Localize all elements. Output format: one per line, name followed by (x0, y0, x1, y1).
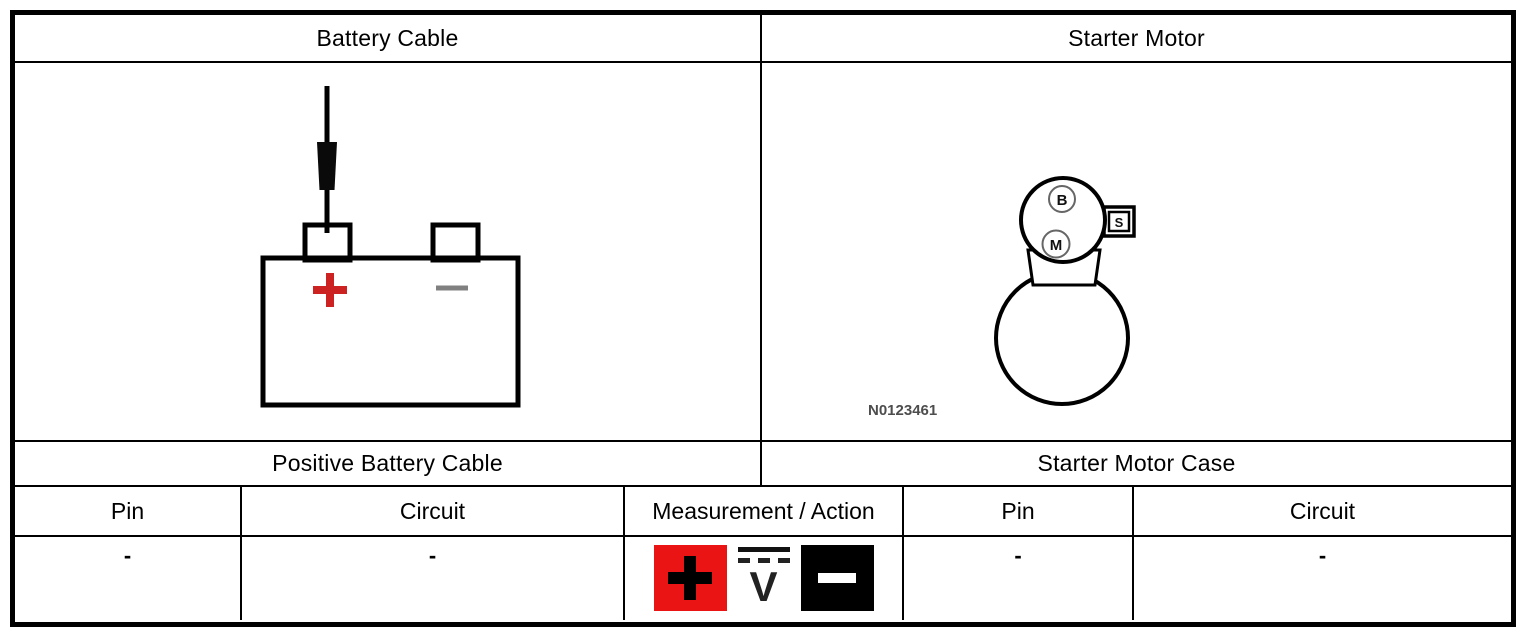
dc-solid-line (737, 547, 790, 552)
right-panel-title: Starter Motor (1068, 24, 1205, 51)
value-cell-circuit-right: - (1134, 537, 1511, 620)
terminal-s-label: S (1115, 215, 1124, 230)
starter-solenoid (1019, 176, 1107, 264)
volts-letter: V (749, 563, 778, 610)
right-subtitle: Starter Motor Case (1037, 450, 1236, 476)
left-panel-title: Battery Cable (316, 24, 459, 51)
column-header-measurement-action: Measurement / Action (625, 487, 904, 537)
pin-value: - (123, 543, 132, 568)
value-cell-circuit-left: - (242, 537, 625, 620)
circuit-value: - (1318, 543, 1327, 568)
column-header-label: Measurement / Action (652, 497, 875, 524)
column-header-pin-right: Pin (904, 487, 1134, 537)
value-cell-pin-right: - (904, 537, 1134, 620)
starter-motor-case (994, 270, 1130, 406)
negative-probe-icon (800, 545, 874, 611)
plus-icon (668, 556, 712, 600)
pin-value: - (1014, 543, 1022, 568)
column-header-label: Pin (110, 497, 145, 524)
minus-icon (818, 573, 856, 583)
dc-dashed-line (737, 558, 790, 563)
dc-voltage-icon: V (734, 545, 794, 609)
battery-illustration-cell (15, 63, 762, 442)
figure-id-label: N0123461 (868, 402, 937, 419)
battery-diagram-icon (260, 86, 521, 408)
terminal-b-label: B (1057, 192, 1068, 209)
positive-probe-icon (653, 545, 727, 611)
battery-body (260, 255, 521, 408)
column-header-pin-left: Pin (15, 487, 242, 537)
left-subtitle-cell: Positive Battery Cable (15, 442, 762, 487)
right-subtitle-cell: Starter Motor Case (762, 442, 1511, 487)
left-subtitle: Positive Battery Cable (272, 450, 503, 476)
column-header-label: Circuit (1289, 497, 1356, 524)
value-cell-pin-left: - (15, 537, 242, 620)
terminal-m-label: M (1050, 237, 1063, 254)
value-cell-measurement: V (625, 537, 904, 620)
column-header-label: Pin (1001, 497, 1035, 524)
column-header-circuit-left: Circuit (242, 487, 625, 537)
right-panel-title-cell: Starter Motor (762, 15, 1511, 63)
terminal-m-badge (1041, 229, 1071, 259)
circuit-value: - (428, 543, 437, 568)
column-header-circuit-right: Circuit (1134, 487, 1511, 537)
left-panel-title-cell: Battery Cable (15, 15, 762, 63)
starter-motor-illustration-cell: S B M N0123461 (762, 63, 1511, 442)
terminal-b-badge (1048, 185, 1076, 213)
table-outer-border (10, 10, 1516, 627)
cable-probe-lug (317, 142, 337, 190)
battery-plus-icon (313, 273, 347, 307)
column-header-label: Circuit (399, 497, 466, 524)
starter-motor-diagram-icon: S B M N0123461 (868, 176, 1136, 419)
